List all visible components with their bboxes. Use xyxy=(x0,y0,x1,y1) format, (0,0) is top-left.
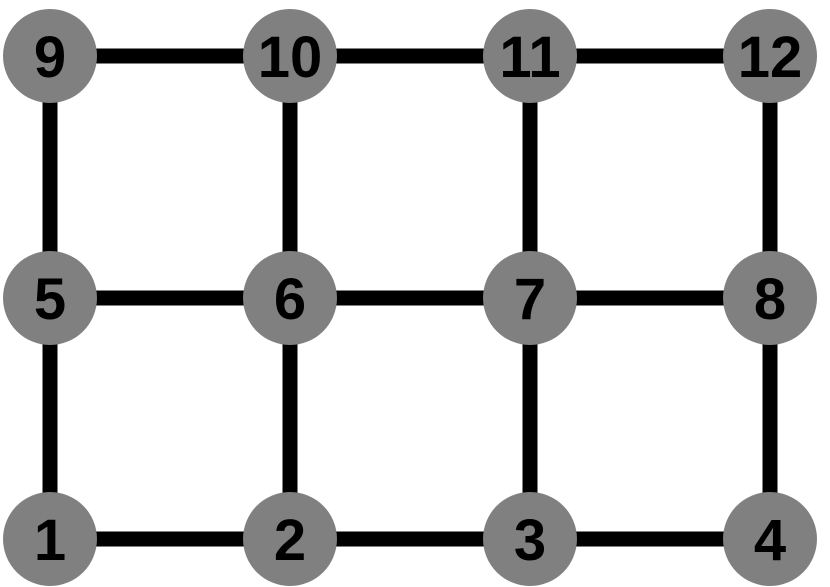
node-label: 1 xyxy=(34,508,66,573)
node-circle xyxy=(723,492,817,586)
node-6: 6 xyxy=(243,251,337,345)
node-label: 7 xyxy=(514,267,546,332)
node-label: 10 xyxy=(258,25,323,90)
node-9: 9 xyxy=(3,9,97,103)
node-circle xyxy=(723,9,817,103)
node-11: 11 xyxy=(483,9,577,103)
node-label: 6 xyxy=(274,267,306,332)
node-label: 11 xyxy=(499,25,560,90)
node-label: 9 xyxy=(34,25,66,90)
node-12: 12 xyxy=(723,9,817,103)
node-3: 3 xyxy=(483,492,577,586)
node-circle xyxy=(243,9,337,103)
node-label: 8 xyxy=(754,267,786,332)
node-label: 5 xyxy=(34,267,66,332)
node-circle xyxy=(243,251,337,345)
node-5: 5 xyxy=(3,251,97,345)
node-label: 3 xyxy=(514,508,546,573)
node-10: 10 xyxy=(243,9,337,103)
node-8: 8 xyxy=(723,251,817,345)
node-circle xyxy=(723,251,817,345)
node-4: 4 xyxy=(723,492,817,586)
node-2: 2 xyxy=(243,492,337,586)
node-circle xyxy=(483,492,577,586)
node-label: 4 xyxy=(754,508,786,573)
node-circle xyxy=(3,9,97,103)
node-circle xyxy=(483,251,577,345)
node-circle xyxy=(3,492,97,586)
node-circle xyxy=(483,9,577,103)
node-circle xyxy=(3,251,97,345)
node-label: 12 xyxy=(738,25,803,90)
edges-layer xyxy=(42,48,778,547)
node-7: 7 xyxy=(483,251,577,345)
node-1: 1 xyxy=(3,492,97,586)
node-circle xyxy=(243,492,337,586)
node-label: 2 xyxy=(274,508,306,573)
